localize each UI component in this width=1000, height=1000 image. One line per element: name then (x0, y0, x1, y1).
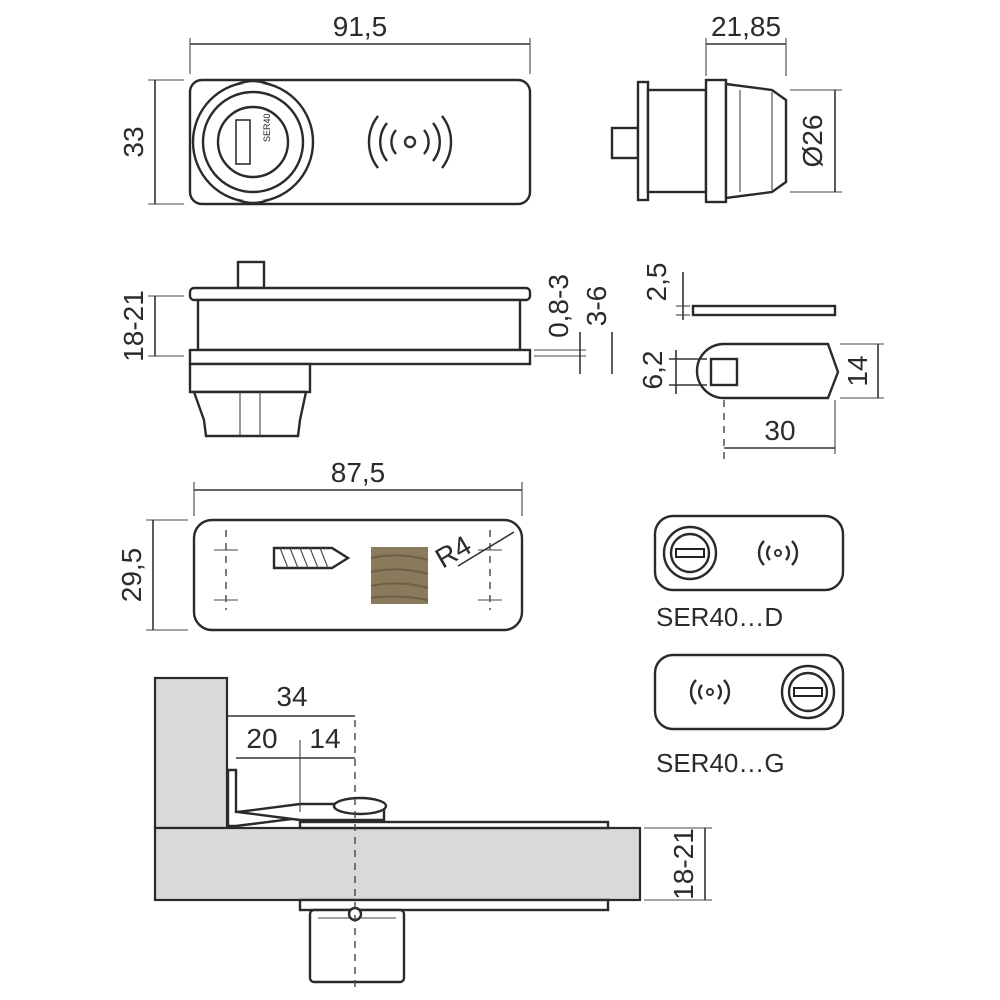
drill-template: R4 87,5 29,5 (116, 457, 524, 632)
cam-square-label: 6,2 (637, 351, 668, 390)
cam-detail: 2,5 6,2 14 30 (637, 263, 884, 460)
template-height-label: 29,5 (116, 548, 147, 603)
section-height-label: 18-21 (118, 290, 149, 362)
template-width-label: 87,5 (331, 457, 386, 488)
side-width-label: 21,85 (711, 11, 781, 42)
installation-view: 34 20 14 18-21 (153, 676, 712, 990)
rfid-icon (367, 115, 453, 169)
section-depth-label: 3-6 (581, 286, 612, 326)
rfid-icon (689, 679, 731, 705)
install-total-label: 34 (276, 681, 307, 712)
section-gap-label: 0,8-3 (543, 274, 574, 338)
wood-icon (370, 547, 429, 604)
rfid-icon (757, 540, 799, 566)
cam-width-label: 14 (842, 355, 873, 386)
key-cylinder-icon (216, 105, 290, 179)
front-width-label: 91,5 (333, 11, 388, 42)
section-view: 18-21 0,8-3 3-6 (118, 260, 613, 438)
svg-text:SER40: SER40 (262, 113, 272, 142)
variant-g: SER40…G (653, 653, 845, 778)
side-view: 21,85 Ø26 (610, 11, 842, 204)
variant-d-label: SER40…D (656, 602, 783, 632)
drill-bit-icon (272, 546, 351, 570)
variant-d: SER40…D (653, 514, 845, 632)
front-height-label: 33 (118, 126, 149, 157)
variant-g-label: SER40…G (656, 748, 785, 778)
install-board-label: 18-21 (668, 828, 699, 900)
cam-thickness-label: 2,5 (641, 263, 672, 302)
cam-length-label: 30 (764, 415, 795, 446)
install-left-label: 20 (246, 723, 277, 754)
side-diameter-label: Ø26 (797, 115, 828, 168)
install-right-label: 14 (309, 723, 340, 754)
front-view: SER40 91,5 33 (118, 11, 532, 206)
